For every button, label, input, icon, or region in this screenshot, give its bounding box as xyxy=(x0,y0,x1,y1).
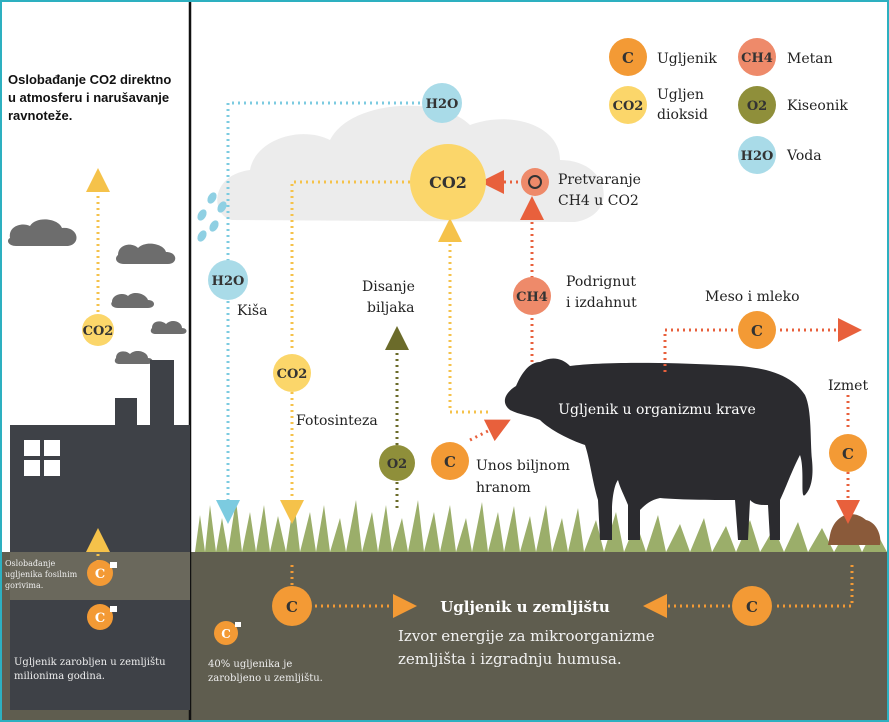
fossil-carbon-bubble xyxy=(87,560,113,586)
conversion-label-2: CH4 u CO2 xyxy=(558,193,639,209)
legend-methane-swatch xyxy=(738,38,776,76)
soil-return-path xyxy=(775,565,854,608)
h2o-top-label: H2O xyxy=(426,97,459,112)
factory xyxy=(10,360,190,553)
legend-carbon-label: Ugljenik xyxy=(657,51,717,67)
rain-label: Kiša xyxy=(237,302,267,319)
locked-carbon-bubble xyxy=(214,621,238,645)
legend-water-swatch xyxy=(738,136,776,174)
left-heading-3: ravnoteže. xyxy=(8,108,72,123)
legend-carbon-symbol: C xyxy=(622,49,634,67)
meat-carbon-bubble xyxy=(738,311,776,349)
burp-label-2: i izdahnut xyxy=(566,295,637,311)
left-heading-2: u atmosferu i narušavanje xyxy=(8,90,169,105)
legend-co2-label-1: Ugljen xyxy=(657,87,704,103)
meat-carbon-label: C xyxy=(751,322,763,340)
legend-oxygen-symbol: O2 xyxy=(747,99,767,114)
trapped-carbon-label: C xyxy=(95,611,105,626)
trapped-text-1: Ugljenik zarobljen u zemljištu xyxy=(14,657,166,668)
trapped-text-2: milionima godina. xyxy=(14,671,105,682)
fossil-release-2: ugljenika fosilnim xyxy=(5,570,78,579)
lock-icon xyxy=(235,622,241,627)
rain-h2o-bubble xyxy=(208,260,248,300)
soil-carbon-left-bubble xyxy=(272,586,312,626)
food-intake-1: Unos biljnom xyxy=(476,458,570,474)
fossil-carbon-label: C xyxy=(95,567,105,582)
legend-oxygen-label: Kiseonik xyxy=(787,98,848,114)
photo-co2-label: CO2 xyxy=(277,367,308,382)
legend-co2-symbol: CO2 xyxy=(613,99,644,114)
co2-center-label: CO2 xyxy=(429,173,467,192)
soil-desc-2: zemljišta i izgradnju humusa. xyxy=(398,650,622,668)
fossil-release-1: Oslobađanje xyxy=(5,559,55,568)
smoke-cloud xyxy=(111,293,154,308)
rain-drops xyxy=(197,192,227,242)
left-heading-1: Oslobađanje CO2 direktno xyxy=(8,72,171,87)
legend-water-label: Voda xyxy=(786,148,822,164)
fossil-release-3: gorivima. xyxy=(5,581,43,590)
locked-text-2: zarobljeno u zemljištu. xyxy=(208,673,323,684)
co2-center-bubble xyxy=(410,144,486,220)
water-path xyxy=(226,101,420,265)
smoke-cloud xyxy=(116,243,176,264)
rain-h2o-label: H2O xyxy=(212,274,245,289)
o2-label: O2 xyxy=(387,457,407,472)
burp-label-1: Podrignut xyxy=(566,274,636,290)
cow-label: Ugljenik u organizmu krave xyxy=(558,402,756,418)
soil-carbon-right-label: C xyxy=(746,598,758,616)
smoke-cloud xyxy=(8,219,77,246)
trapped-carbon-bubble xyxy=(87,604,113,630)
respiration-label-2: biljaka xyxy=(367,300,414,316)
smoke-cloud xyxy=(114,351,153,364)
legend-water-symbol: H2O xyxy=(741,149,774,164)
legend-co2-label-2: dioksid xyxy=(657,107,708,123)
respiration-label-1: Disanje xyxy=(362,279,415,295)
conversion-bubble xyxy=(521,168,549,196)
legend-methane-label: Metan xyxy=(787,51,833,67)
locked-carbon-label: C xyxy=(221,627,231,641)
soil-carbon-right-bubble xyxy=(732,586,772,626)
food-carbon-bubble xyxy=(431,442,469,480)
ch4-label: CH4 xyxy=(516,290,548,305)
cloud xyxy=(217,105,604,222)
photo-co2-bubble xyxy=(273,354,311,392)
smoke-cloud xyxy=(150,321,187,334)
legend: C Ugljenik CO2 Ugljen dioksid CH4 Metan … xyxy=(609,38,848,174)
food-carbon-label: C xyxy=(444,453,456,471)
legend-oxygen-swatch xyxy=(738,86,776,124)
food-intake-2: hranom xyxy=(476,480,531,496)
soil-desc-1: Izvor energije za mikroorganizme xyxy=(398,627,655,645)
lock-icon xyxy=(110,562,117,568)
photo-label: Fotosinteza xyxy=(296,413,378,429)
o2-bubble xyxy=(379,445,415,481)
meat-path xyxy=(663,328,735,372)
meat-label: Meso i mleko xyxy=(705,289,800,305)
lock-icon xyxy=(110,606,117,612)
soil-carbon-left-label: C xyxy=(286,598,298,616)
legend-co2-swatch xyxy=(609,86,647,124)
co2-return-arrow xyxy=(438,218,488,414)
h2o-top-bubble xyxy=(422,83,462,123)
soil-title: Ugljenik u zemljištu xyxy=(440,598,610,616)
conversion-label-1: Pretvaranje xyxy=(558,172,641,188)
grass xyxy=(195,500,887,552)
cow xyxy=(504,358,813,540)
manure-carbon-label: C xyxy=(842,445,854,463)
manure-label: Izmet xyxy=(828,378,868,394)
legend-methane-symbol: CH4 xyxy=(741,51,773,66)
left-co2-label: CO2 xyxy=(83,324,114,339)
locked-text-1: 40% ugljenika je xyxy=(208,659,292,670)
ch4-bubble xyxy=(513,277,551,315)
manure-carbon-bubble xyxy=(829,434,867,472)
legend-carbon-swatch xyxy=(609,38,647,76)
left-co2-bubble xyxy=(82,314,114,346)
conversion-icon xyxy=(528,175,542,189)
